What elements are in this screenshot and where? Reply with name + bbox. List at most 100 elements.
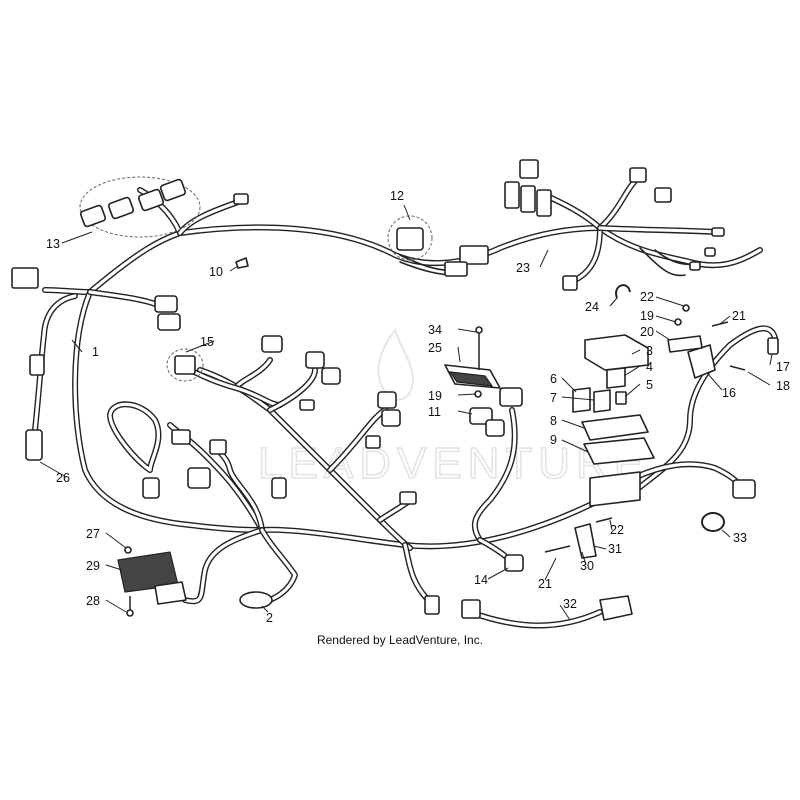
injector-group-outline [79, 176, 201, 238]
callout-26: 26 [56, 471, 70, 485]
watermark-logo [377, 327, 414, 401]
connector-14 [504, 554, 524, 572]
callout-22b: 22 [610, 523, 624, 537]
connector-32-left [461, 599, 481, 619]
callout-30: 30 [580, 559, 594, 573]
callout-6: 6 [550, 372, 557, 386]
bolt-34-head [475, 326, 483, 334]
callout-21a: 21 [732, 309, 746, 323]
fuse-holder-2 [239, 591, 273, 609]
nut-22 [682, 304, 690, 312]
connector-mid [171, 429, 191, 445]
callout-31: 31 [608, 542, 622, 556]
callout-7: 7 [550, 391, 557, 405]
relay-block [519, 159, 539, 179]
injector-connector [79, 204, 107, 228]
bolt-28-head [126, 609, 134, 617]
callout-20: 20 [640, 325, 654, 339]
connector-23 [654, 187, 672, 203]
connector-mid [209, 439, 227, 455]
callout-9: 9 [550, 433, 557, 447]
callout-18: 18 [776, 379, 790, 393]
callout-25: 25 [428, 341, 442, 355]
callout-17: 17 [776, 360, 790, 374]
callout-28: 28 [86, 594, 100, 608]
terminal-23 [704, 247, 716, 257]
relay-4 [606, 367, 626, 389]
injector-connector [159, 178, 187, 202]
terminal-23 [711, 227, 725, 237]
callout-19a: 19 [428, 389, 442, 403]
connector-mid [299, 399, 315, 411]
connector-upper [157, 313, 181, 331]
callout-23: 23 [516, 261, 530, 275]
connector-mid [377, 391, 397, 409]
callout-15: 15 [200, 335, 214, 349]
callout-4: 4 [646, 360, 653, 374]
ecu-25-face [448, 371, 494, 387]
leader-lines [39, 204, 773, 621]
screw-30 [544, 545, 571, 553]
callout-14: 14 [474, 573, 488, 587]
screw-22b [595, 517, 613, 523]
relay-block [504, 181, 520, 209]
relay-block [520, 185, 536, 213]
clamp-33 [701, 512, 725, 532]
regulator-connector [154, 581, 187, 605]
callout-34: 34 [428, 323, 442, 337]
connector-12 [396, 227, 424, 251]
connector-upper [154, 295, 178, 313]
connector-lower [424, 595, 440, 615]
sensor-26 [25, 429, 43, 461]
callout-33: 33 [733, 531, 747, 545]
callout-22a: 22 [640, 290, 654, 304]
callout-10: 10 [209, 265, 223, 279]
connector-right [732, 479, 756, 499]
connector-23 [629, 167, 647, 183]
connector-12-outline [387, 215, 433, 261]
callout-2: 2 [266, 611, 273, 625]
connector-15 [174, 355, 196, 375]
connector-mid [142, 477, 160, 499]
plate-20 [667, 335, 703, 353]
connector-23-low [562, 275, 578, 291]
injector-connector [137, 188, 165, 212]
connector-32-right [599, 595, 633, 621]
connector-11 [485, 419, 505, 437]
callout-16: 16 [722, 386, 736, 400]
connector-left-top [11, 267, 39, 289]
callout-3: 3 [646, 344, 653, 358]
terminal-23 [689, 261, 701, 271]
fuse-box-cover-3 [584, 334, 649, 371]
callout-29: 29 [86, 559, 100, 573]
connector-ecu-side [499, 387, 523, 407]
clip-24 [615, 284, 631, 299]
callout-21b: 21 [538, 577, 552, 591]
connector-mid [381, 409, 401, 427]
small-plug [233, 193, 249, 205]
fuse-5 [615, 391, 627, 405]
callout-12: 12 [390, 189, 404, 203]
fuse-block [589, 471, 641, 507]
relay-7 [593, 389, 611, 413]
callout-27: 27 [86, 527, 100, 541]
callout-8: 8 [550, 414, 557, 428]
callout-24: 24 [585, 300, 599, 314]
connector-left-mid [29, 354, 45, 376]
bracket-31 [574, 523, 597, 559]
callout-32: 32 [563, 597, 577, 611]
fuse-plate-8 [581, 414, 649, 441]
connector-mid [321, 367, 341, 385]
connector-mid [261, 335, 283, 353]
connector-mid [305, 351, 325, 369]
callout-1: 1 [92, 345, 99, 359]
connector-mid [399, 491, 417, 505]
gasket-9 [583, 437, 655, 465]
relay-6 [572, 387, 591, 413]
callout-11: 11 [428, 405, 441, 419]
callout-19b: 19 [640, 309, 654, 323]
connector-mid [271, 477, 287, 499]
callout-numbers: 13 12 10 1 23 24 22 19 20 21 3 4 5 6 7 8… [46, 189, 790, 625]
connector-12-plug [459, 245, 489, 265]
